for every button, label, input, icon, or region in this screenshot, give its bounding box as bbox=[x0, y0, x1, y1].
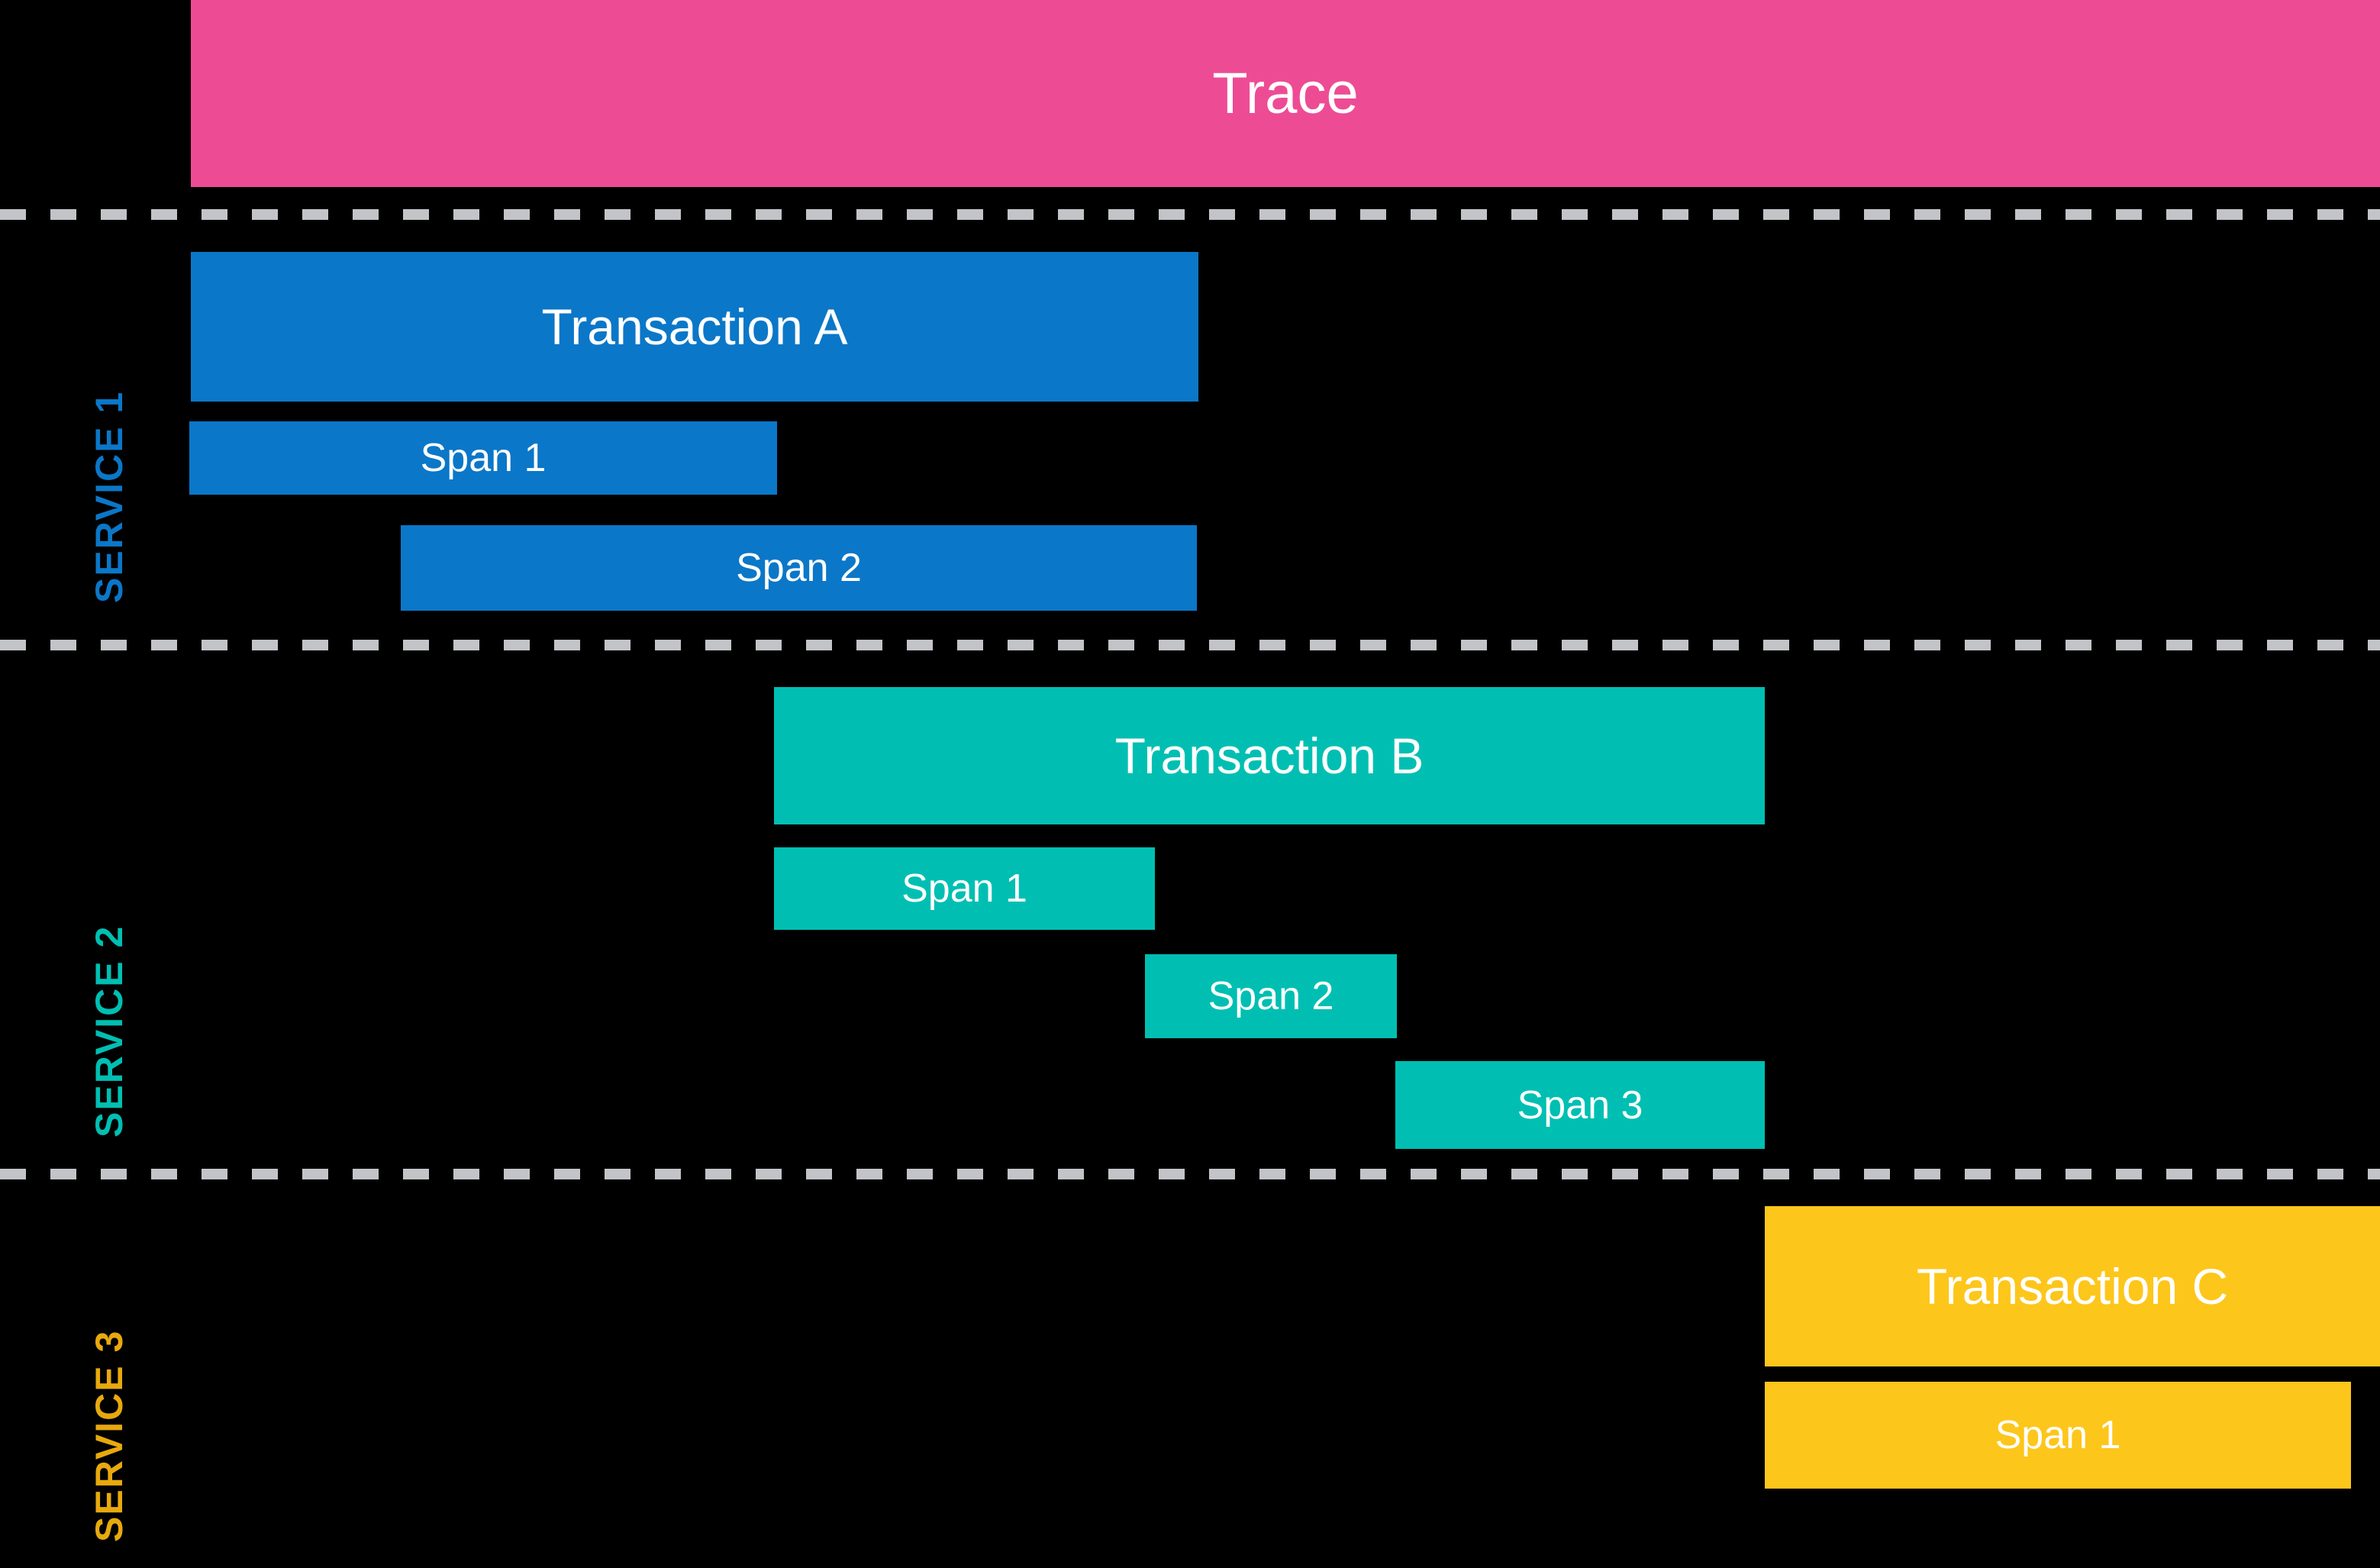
service-label-service-1: SERVICE 1 bbox=[88, 390, 131, 603]
divider-service1-service2 bbox=[0, 640, 2380, 650]
service3-span-1[interactable]: Span 1 bbox=[1765, 1382, 2351, 1489]
service2-span-3-label: Span 3 bbox=[1517, 1082, 1643, 1128]
transaction-c-label: Transaction C bbox=[1916, 1258, 2229, 1315]
transaction-a[interactable]: Transaction A bbox=[191, 252, 1198, 402]
trace-bar-label: Trace bbox=[1212, 60, 1359, 126]
service2-span-2[interactable]: Span 2 bbox=[1145, 954, 1397, 1038]
service-label-service-2: SERVICE 2 bbox=[88, 924, 131, 1137]
divider-trace-service1 bbox=[0, 209, 2380, 220]
service2-span-2-label: Span 2 bbox=[1208, 974, 1334, 1018]
divider-service2-service3 bbox=[0, 1169, 2380, 1179]
transaction-b[interactable]: Transaction B bbox=[774, 687, 1765, 824]
service1-span-2[interactable]: Span 2 bbox=[401, 525, 1197, 611]
service-label-service-3: SERVICE 3 bbox=[88, 1329, 131, 1542]
trace-bar[interactable]: Trace bbox=[191, 0, 2380, 187]
service1-span-1-label: Span 1 bbox=[420, 436, 547, 480]
transaction-b-label: Transaction B bbox=[1114, 728, 1424, 784]
service3-span-1-label: Span 1 bbox=[1995, 1413, 2121, 1457]
service2-span-1[interactable]: Span 1 bbox=[774, 847, 1155, 930]
service2-span-3[interactable]: Span 3 bbox=[1395, 1061, 1765, 1149]
transaction-c[interactable]: Transaction C bbox=[1765, 1206, 2380, 1366]
service1-span-2-label: Span 2 bbox=[736, 546, 862, 590]
transaction-a-label: Transaction A bbox=[541, 298, 848, 355]
service2-span-1-label: Span 1 bbox=[901, 866, 1027, 911]
service1-span-1[interactable]: Span 1 bbox=[189, 421, 777, 495]
